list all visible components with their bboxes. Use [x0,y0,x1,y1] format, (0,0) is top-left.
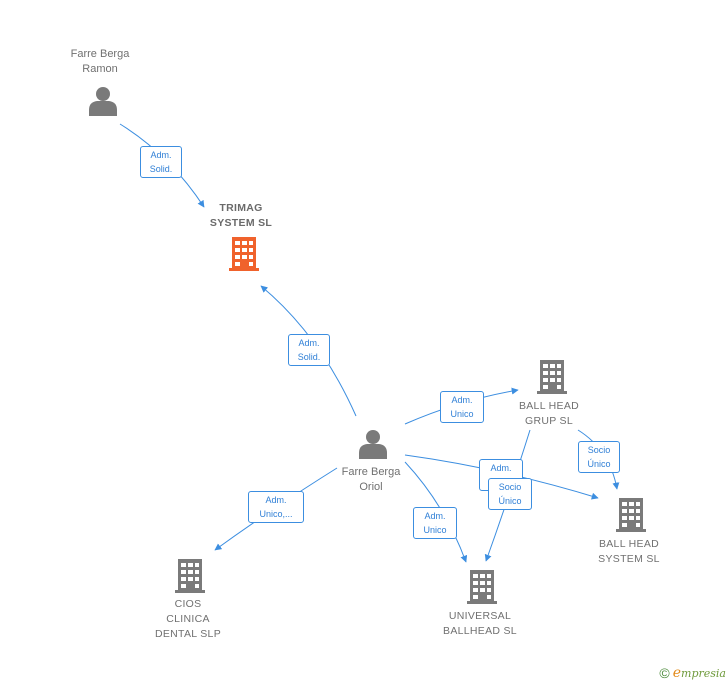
building-icon[interactable] [537,360,567,394]
brand-name: mpresia [681,667,726,680]
person-icon[interactable] [359,430,387,459]
edge-label-grup-system: Socio Único [578,441,620,473]
node-label-cios-clinica[interactable]: CIOS CLINICA DENTAL SLP [154,598,222,640]
building-icon[interactable] [229,237,259,271]
building-icon[interactable] [175,559,205,593]
empresia-watermark: © empresia [659,665,726,681]
brand-initial: e [672,665,682,681]
node-label-trimag-system[interactable]: TRIMAG SYSTEM SL [209,202,273,229]
edge-label-oriol-universal: Adm. Unico [413,507,457,539]
node-label-ball-head-grup[interactable]: BALL HEAD GRUP SL [518,400,580,427]
node-label-universal-ballhead[interactable]: UNIVERSAL BALLHEAD SL [443,610,517,637]
person-icon[interactable] [89,87,117,116]
building-icon[interactable] [467,570,497,604]
node-label-ball-head-system[interactable]: BALL HEAD SYSTEM SL [598,538,660,565]
edge-label-oriol-grup: Adm. Unico [440,391,484,423]
edge-label-oriol-trimag: Adm. Solid. [288,334,330,366]
node-label-farre-berga-ramon[interactable]: Farre Berga Ramon [70,48,130,75]
building-icon[interactable] [616,498,646,532]
edge-label-oriol-cios: Adm. Unico,... [248,491,304,523]
node-label-farre-berga-oriol[interactable]: Farre Berga Oriol [341,466,401,493]
edge-label-grup-universal: Socio Único [488,478,532,510]
edge-label-ramon-trimag: Adm. Solid. [140,146,182,178]
copyright-icon: © [659,665,670,681]
